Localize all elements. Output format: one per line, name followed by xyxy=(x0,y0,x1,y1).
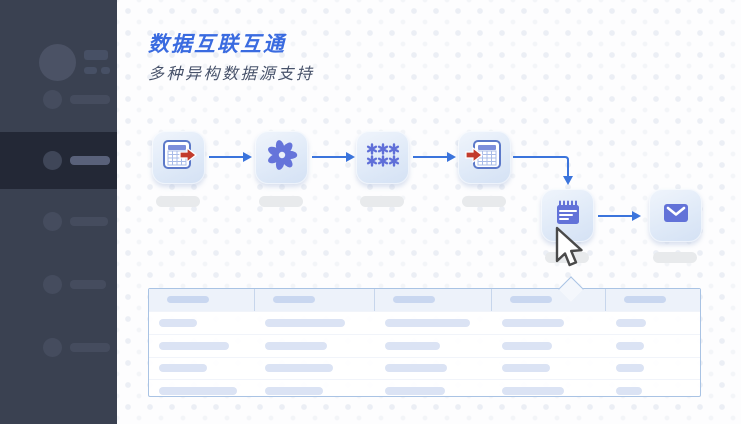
sidebar-item-label-skeleton xyxy=(70,95,110,104)
table-header-cell xyxy=(606,289,700,311)
cell-text-skeleton xyxy=(616,364,645,373)
cell-text-skeleton xyxy=(264,341,327,350)
cell-text-skeleton xyxy=(264,318,345,327)
page-title: 数据互联互通 xyxy=(148,33,286,56)
cell-text-skeleton xyxy=(385,341,441,350)
table-cell xyxy=(375,364,492,373)
node-label-skeleton xyxy=(259,196,303,207)
cell-text-skeleton xyxy=(264,387,323,396)
table-header-cell xyxy=(375,289,492,311)
flow-node-mask xyxy=(356,131,409,184)
cell-text-skeleton xyxy=(385,364,448,373)
cell-text-skeleton xyxy=(159,318,197,327)
cell-text-skeleton xyxy=(501,341,552,350)
pinwheel-icon xyxy=(264,137,300,178)
cell-text-skeleton xyxy=(159,364,207,373)
mail-icon xyxy=(659,196,693,235)
table-cell xyxy=(492,387,607,396)
sidebar-item-icon xyxy=(43,275,62,294)
table-header-row xyxy=(149,289,700,311)
flow-node-process xyxy=(255,131,308,184)
table-cell xyxy=(492,318,607,327)
table-cell xyxy=(255,318,376,327)
cell-text-skeleton xyxy=(616,318,647,327)
table-row xyxy=(149,379,700,402)
sidebar-item-icon xyxy=(43,338,62,357)
table-cell xyxy=(606,364,700,373)
notepad-icon xyxy=(551,196,585,235)
table-cell xyxy=(149,364,255,373)
table-cell xyxy=(149,387,255,396)
table-cell xyxy=(375,318,492,327)
table-cell xyxy=(149,318,255,327)
table-cell xyxy=(606,341,700,350)
table-header-cell xyxy=(149,289,255,311)
table-row xyxy=(149,356,700,380)
page-subtitle: 多种异构数据源支持 xyxy=(148,66,315,83)
table-cell xyxy=(255,341,376,350)
table-cell xyxy=(606,387,700,396)
header-text-skeleton xyxy=(272,296,315,303)
header-text-skeleton xyxy=(624,296,667,303)
sidebar-item-3[interactable] xyxy=(0,193,117,250)
node-label-skeleton xyxy=(653,252,697,263)
sidebar-item-label-skeleton xyxy=(70,217,108,226)
table-cell xyxy=(492,341,607,350)
sidebar-item-5[interactable] xyxy=(0,319,117,376)
sidebar-item-1[interactable] xyxy=(0,71,117,128)
table-header-cell xyxy=(255,289,376,311)
sidebar-item-icon xyxy=(43,90,62,109)
table-cell xyxy=(255,364,376,373)
table-cell xyxy=(375,341,492,350)
flow-node-notify xyxy=(649,189,702,242)
sidebar-item-2[interactable] xyxy=(0,132,117,189)
header-text-skeleton xyxy=(509,296,552,303)
spreadsheet-export-icon xyxy=(159,137,199,178)
node-label-skeleton xyxy=(545,252,589,263)
sidebar-item-label-skeleton xyxy=(70,343,110,352)
cell-text-skeleton xyxy=(501,318,564,327)
header-text-skeleton xyxy=(393,296,436,303)
sidebar-item-icon xyxy=(43,212,62,231)
sidebar-item-label-skeleton xyxy=(70,280,106,289)
cell-text-skeleton xyxy=(159,341,229,350)
profile-line-skeleton xyxy=(101,67,110,74)
asterisk-mask-icon xyxy=(365,141,401,174)
profile-line-skeleton xyxy=(84,50,108,60)
table-cell xyxy=(255,387,376,396)
sidebar-item-label-skeleton xyxy=(70,156,110,165)
sidebar-item-4[interactable] xyxy=(0,256,117,313)
node-label-skeleton xyxy=(462,196,506,207)
cell-text-skeleton xyxy=(385,387,446,396)
avatar xyxy=(39,44,76,81)
table-cell xyxy=(375,387,492,396)
table-cell xyxy=(149,341,255,350)
node-label-skeleton xyxy=(360,196,404,207)
table-header-cell xyxy=(492,289,607,311)
table-row xyxy=(149,311,700,334)
flow-node-target xyxy=(458,131,511,184)
spreadsheet-import-icon xyxy=(464,137,505,178)
sidebar-item-icon xyxy=(43,151,62,170)
cell-text-skeleton xyxy=(159,387,237,396)
cell-text-skeleton xyxy=(616,387,643,396)
flow-node-log xyxy=(541,189,594,242)
table-cell xyxy=(492,364,607,373)
node-label-skeleton xyxy=(156,196,200,207)
preview-table xyxy=(148,288,701,397)
main-content: 数据互联互通 多种异构数据源支持 xyxy=(117,0,741,424)
cell-text-skeleton xyxy=(264,364,333,373)
cell-text-skeleton xyxy=(385,318,471,327)
flow-node-source xyxy=(152,131,205,184)
header-text-skeleton xyxy=(167,296,209,303)
cell-text-skeleton xyxy=(501,387,564,396)
profile-line-skeleton xyxy=(84,67,97,74)
cell-text-skeleton xyxy=(616,341,645,350)
cell-text-skeleton xyxy=(501,364,550,373)
table-cell xyxy=(606,318,700,327)
sidebar xyxy=(0,0,117,424)
table-row xyxy=(149,333,700,357)
